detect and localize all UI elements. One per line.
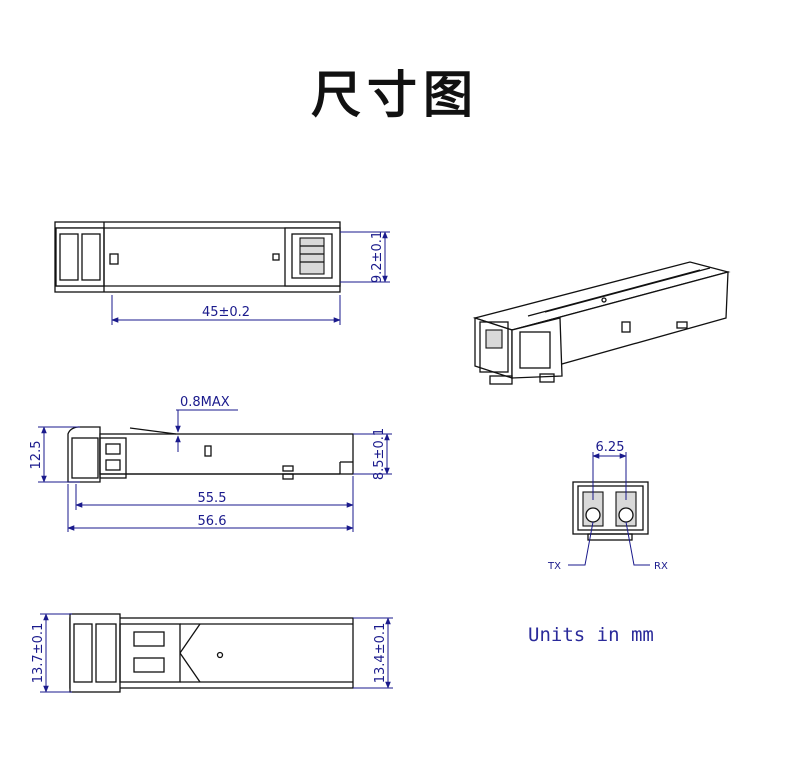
front-view: 6.25 TX RX xyxy=(547,440,668,572)
side-height-left-label: 12.5 xyxy=(29,441,44,470)
rx-label: RX xyxy=(654,561,668,572)
tx-label: TX xyxy=(547,561,561,572)
side-view: 0.8MAX 12.5 8.5±0.1 55.5 56.6 xyxy=(29,395,392,532)
top-view: 45±0.2 9.2±0.1 xyxy=(54,221,390,325)
bottom-right-label: 13.4±0.1 xyxy=(373,623,388,684)
side-length2-label: 56.6 xyxy=(198,514,227,529)
units-label: Units in mm xyxy=(528,624,654,646)
isometric-view xyxy=(472,261,731,385)
bottom-left-label: 13.7±0.1 xyxy=(31,623,46,684)
side-height-right-label: 8.5±0.1 xyxy=(372,428,387,480)
page-title: 尺寸图 xyxy=(311,66,479,124)
top-width-label: 45±0.2 xyxy=(202,305,250,320)
side-max-label: 0.8MAX xyxy=(180,395,230,410)
top-height-label: 9.2±0.1 xyxy=(370,231,385,283)
front-width-label: 6.25 xyxy=(596,440,625,455)
bottom-view: 13.7±0.1 13.4±0.1 xyxy=(31,613,393,693)
side-length1-label: 55.5 xyxy=(198,491,227,506)
